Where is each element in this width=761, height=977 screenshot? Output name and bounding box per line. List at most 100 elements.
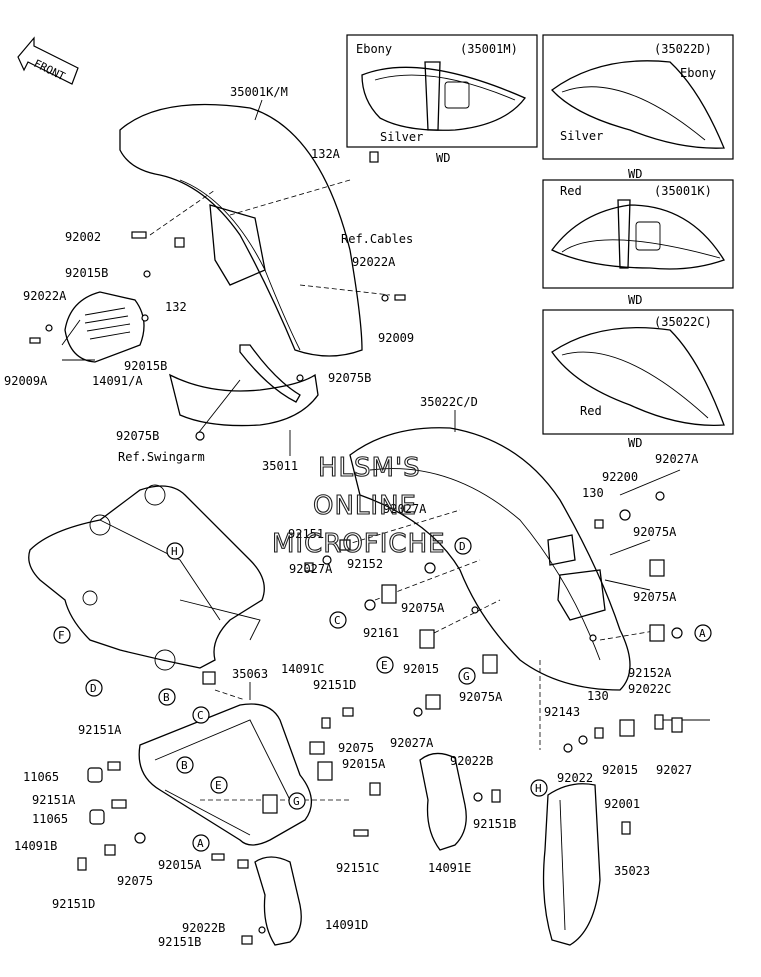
callout-c-1: C [197,709,204,722]
callout-c-2: C [334,614,341,627]
callout-e-2: E [381,659,388,672]
label-front-fender: 35001K/M [230,85,288,99]
label-ref-cables: Ref.Cables [341,232,413,246]
label-grommet-92075a-4: 92075A [459,690,503,704]
inset-box-1: Ebony (35001M) Silver WD [346,34,538,165]
label-screw-130-2: 130 [587,689,609,703]
label-bolt-92151d-1: 92151D [313,678,356,692]
label-nut-92015-b: 92015 [602,763,638,777]
inset1-wd: WD [436,151,450,165]
label-cover-e: 14091E [428,861,471,875]
label-bolt-92009a: 92009A [4,374,48,388]
label-rear-fender: 35022C/D [420,395,478,409]
cover-14091e: 14091E [419,752,471,875]
inset1-code: (35001M) [460,42,518,56]
label-screw-132a: 132A [311,147,341,161]
inset3-color: Red [560,184,582,198]
front-fender-bracket: 35011 [169,344,319,473]
label-damper-11065-1: 11065 [23,770,59,784]
inset1-color-b: Silver [380,130,423,144]
label-nut-92015: 92015 [403,662,439,676]
label-bolt-92151: 92151 [288,527,324,541]
part-number-labels: 132A Ref.Cables 92002 92015B 132 92022A … [4,147,699,949]
callout-d-1: D [90,682,97,695]
label-bolt-92151b-1: 92151B [473,817,516,831]
label-grommet-92075a-1: 92075A [633,525,677,539]
label-bolt-92151c: 92151C [336,861,379,875]
label-nut-92015b-1: 92015B [65,266,108,280]
label-collar-92027a-4: 92027A [390,736,434,750]
label-washer-92022c: 92022C [628,682,671,696]
callout-circles: H F D B C B E G A C E G D A H [53,537,712,852]
inset-box-2: (35022D) Ebony Silver WD [542,34,734,181]
callout-d-2: D [459,540,466,553]
label-plate-92200: 92200 [602,470,638,484]
rear-bracket-35063: 35063 [138,667,312,846]
label-nut-92015a-2: 92015A [158,858,202,872]
front-fender: 35001K/M [119,85,363,357]
label-cover-b: 14091B [14,839,57,853]
label-grommet-92075a-3: 92075A [401,601,445,615]
label-collar-92027a-2: 92027A [383,502,427,516]
callout-h-1: H [171,545,178,558]
label-grommet-92075b-1: 92075B [328,371,371,385]
label-bolt-92151b-2: 92151B [158,935,201,949]
inset4-code: (35022C) [654,315,712,329]
label-screw-130-1: 130 [582,486,604,500]
callout-a-2: A [699,627,706,640]
label-nut-92015b-2: 92015B [124,359,167,373]
swingarm: Ref.Swingarm [28,450,265,671]
inset2-code: (35022D) [654,42,712,56]
front-fender-cover: 14091/A [64,291,145,388]
inset3-code: (35001K) [654,184,712,198]
label-collar-92027a-3: 92027A [289,562,333,576]
label-collar-92027a-1: 92027A [655,452,699,466]
label-bush-92143: 92143 [544,705,580,719]
label-bolt-92151d-2: 92151D [52,897,95,911]
label-cover-c: 14091C [281,662,324,676]
inset4-wd: WD [628,436,642,450]
inset2-wd: WD [628,167,642,181]
leader-lines [61,179,710,801]
rear-fender: 35022C/D [349,395,631,691]
label-washer-92152a: 92152A [628,666,672,680]
inset-box-4: (35022C) Red WD [542,309,734,450]
inset2-color-b: Silver [560,129,603,143]
label-bolt-92001: 92001 [604,797,640,811]
callout-h-2: H [535,782,542,795]
callout-g-2: G [463,670,470,683]
label-grommet-92075-2: 92075 [117,874,153,888]
callout-b-1: B [163,691,170,704]
watermark-line-1: HLSM'S [318,453,421,483]
hardware-symbols [29,151,683,945]
inset-box-3: Red (35001K) WD [542,179,734,307]
label-ref-swingarm: Ref.Swingarm [118,450,205,464]
callout-e-1: E [215,779,222,792]
label-rear-bracket: 35063 [232,667,268,681]
label-chain-guard: 35023 [614,864,650,878]
inset3-wd: WD [628,293,642,307]
label-washer-92022a-right: 92022A [352,255,396,269]
label-bolt-92151a-1: 92151A [78,723,122,737]
label-cover-d: 14091D [325,918,368,932]
watermark-line-3: MICROFICHE [272,529,446,559]
label-damper-11065-2: 11065 [32,812,68,826]
front-arrow-badge: FRONT [17,36,79,85]
label-washer-92022a-left: 92022A [23,289,67,303]
label-washer-92022b-1: 92022B [450,754,493,768]
cover-14091d: 14091D [254,856,368,946]
label-grommet-92075a-2: 92075A [633,590,677,604]
label-grommet-92075: 92075 [338,741,374,755]
label-bolt-92009: 92009 [378,331,414,345]
label-bolt-92002: 92002 [65,230,101,244]
label-washer-92152: 92152 [347,557,383,571]
label-cover-front: 14091/A [92,374,143,388]
label-screw-132: 132 [165,300,187,314]
label-bolt-92151a-2: 92151A [32,793,76,807]
chain-guard: 35023 [542,783,650,946]
label-spacer-92161: 92161 [363,626,399,640]
label-nut-92015a-1: 92015A [342,757,386,771]
inset2-color-a: Ebony [680,66,716,80]
